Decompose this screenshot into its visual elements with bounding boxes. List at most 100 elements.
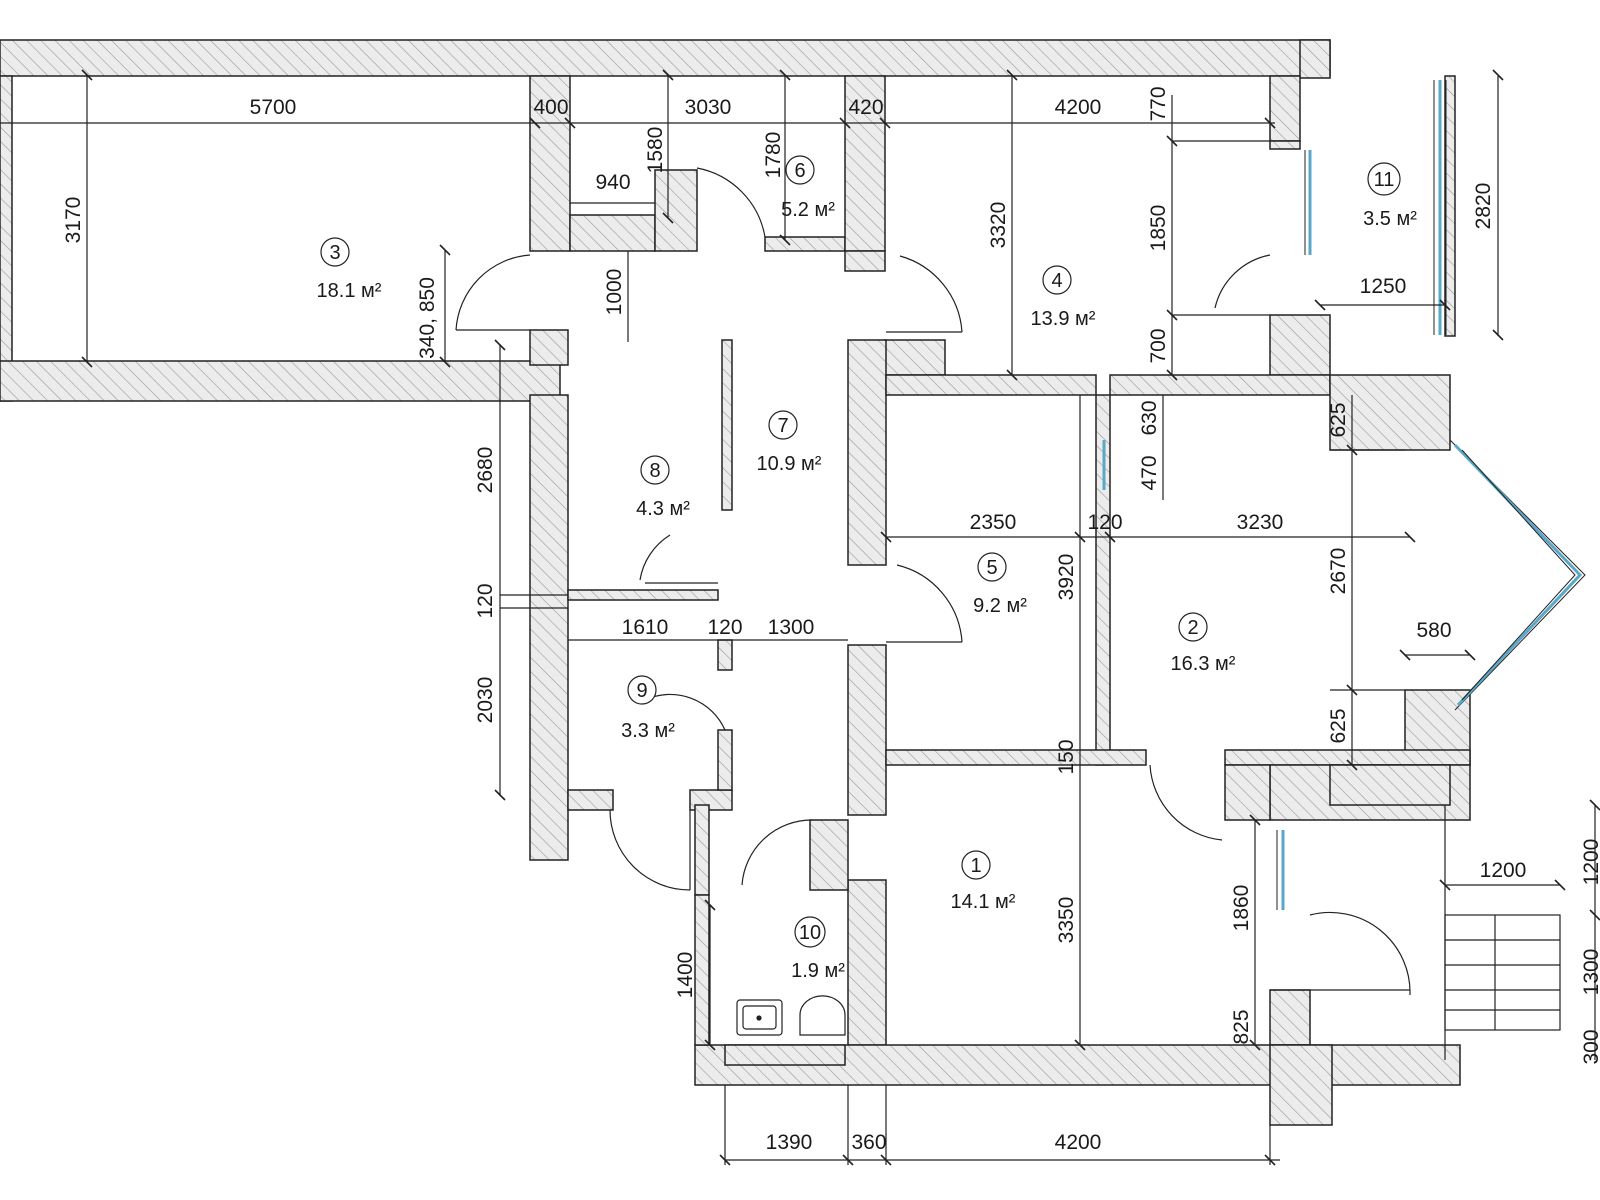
wall-top-right [1299,39,1331,79]
wall-room5-left-upper [847,339,887,566]
wall-room8-right [721,339,733,511]
wall-room1-right-upper [1224,764,1271,821]
dim-label: 340, 850 [416,277,439,359]
dim-label: 3320 [987,202,1010,249]
dim-label: 1000 [603,269,626,316]
dimension-labels: 5700 400 3030 420 4200 940 1250 2350 120… [62,86,1600,1154]
dim-label: 625 [1327,402,1350,437]
room-area: 3.5 м² [1363,208,1417,230]
room-9-label: 9 3.3 м² [621,675,675,742]
dim-label: 4200 [1055,96,1102,119]
wall-room9-bottom [567,789,614,811]
room-area: 10.9 м² [757,453,822,475]
room-area: 14.1 м² [951,891,1016,913]
dim-label: 1300 [768,616,815,639]
doors [455,167,1411,996]
dim-label: 1860 [1230,885,1253,932]
dim-label: 1390 [766,1131,813,1154]
dim-label: 825 [1230,1009,1253,1044]
wall-room9-right-lower [717,729,733,791]
dim-label: 4200 [1055,1131,1102,1154]
room-3-label: 3 18.1 м² [317,237,382,302]
bay-window [1449,439,1586,711]
wall-room5-top [885,374,1097,396]
room-10-label: 10 1.9 м² [791,916,845,982]
dim-label: 2680 [474,447,497,494]
wall-bottom-right-jog [1269,1044,1333,1126]
wall-bath-bottom [724,1044,846,1066]
room-number: 7 [777,415,788,437]
wall-room1-top [885,749,1147,766]
dim-label: 770 [1147,86,1170,121]
walls [0,39,1471,1126]
dim-label: 2350 [970,511,1017,534]
room-number: 9 [636,680,647,702]
dim-label: 5700 [250,96,297,119]
wall-room6-notch [654,169,698,252]
wall-room1-right-lower [1269,989,1311,1046]
dim-label: 150 [1055,739,1078,774]
wall-top [0,39,1331,77]
room-area: 18.1 м² [317,280,382,302]
wall-room4-right-lower [1269,314,1331,376]
dim-label: 1780 [762,132,785,179]
room-area: 13.9 м² [1031,308,1096,330]
wall-left [0,75,13,402]
wall-room1-top-right [1224,749,1471,766]
room-area: 5.2 м² [781,199,835,221]
dim-label: 1850 [1147,205,1170,252]
dim-label: 3920 [1055,554,1078,601]
dim-label: 3350 [1055,897,1078,944]
wall-hall-left [529,394,569,861]
room-number: 5 [986,557,997,579]
room-number: 10 [799,922,821,944]
dim-label: 400 [533,96,568,119]
dim-label: 940 [595,171,630,194]
room-area: 1.9 м² [791,960,845,982]
dim-label: 1580 [644,127,667,174]
dim-label: 120 [1087,511,1122,534]
dim-label: 2670 [1327,548,1350,595]
wall-room2-top [1109,374,1331,396]
windows [1102,80,1447,910]
wall-room6-right [844,75,886,252]
room-number: 4 [1051,270,1062,292]
bathroom-fixtures [736,995,846,1036]
room-area: 4.3 м² [636,498,690,520]
dim-label: 1200 [1580,839,1600,886]
dim-label: 300 [1580,1029,1600,1064]
room-6-label: 6 5.2 м² [781,155,835,221]
toilet-icon [799,995,846,1036]
dim-label: 420 [848,96,883,119]
wall-bath-left [694,804,710,896]
wall-room11-left-top [1269,140,1301,150]
wall-room5-left-lower [847,644,887,816]
dim-label: 1610 [622,616,669,639]
wall-room3-right-lower [529,329,569,366]
room-number: 2 [1187,617,1198,639]
room-1-label: 1 14.1 м² [951,850,1016,913]
dim-label: 3170 [62,197,85,244]
wall-room11-right [1444,75,1456,337]
room-number: 1 [970,855,981,877]
wall-room4-right-upper [1269,75,1301,142]
dim-label: 2030 [474,677,497,724]
wall-room1-left [847,879,887,1046]
room-number: 6 [794,160,805,182]
room-8-label: 8 4.3 м² [636,455,690,520]
room-area: 16.3 м² [1171,653,1236,675]
dim-label: 3230 [1237,511,1284,534]
dim-label: 700 [1147,328,1170,363]
wall-room8-bottom [567,589,719,601]
dimension-lines [0,69,1600,1166]
room-number: 8 [649,460,660,482]
dim-label: 1250 [1360,275,1407,298]
dim-label: 3030 [685,96,732,119]
room-2-label: 2 16.3 м² [1171,612,1236,675]
room-7-label: 7 10.9 м² [757,410,822,475]
dim-label: 625 [1327,708,1350,743]
wall-room4-bottom [884,339,946,376]
entrance-stairs [1444,805,1561,1060]
dim-label: 580 [1416,619,1451,642]
